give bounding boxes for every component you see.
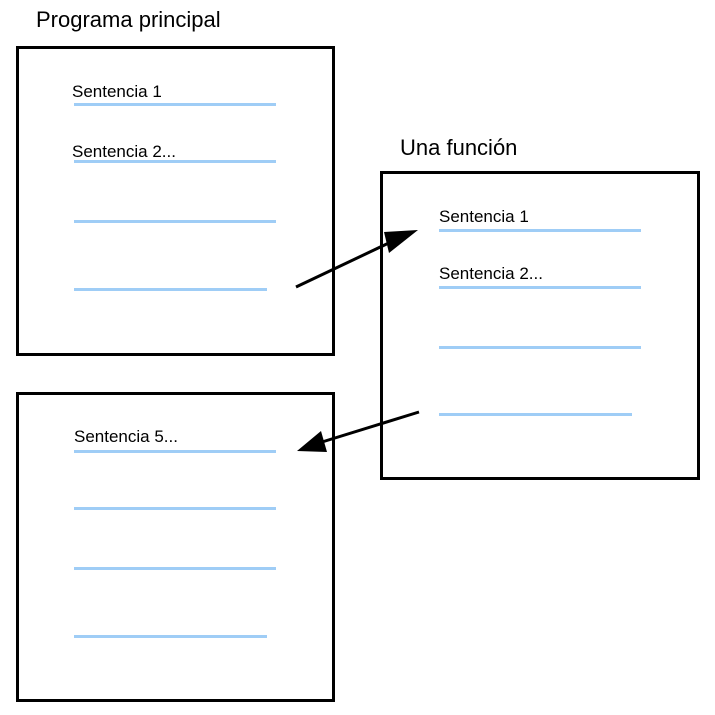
function-statement-1-label: Sentencia 1 [439, 207, 529, 226]
main-program-title: Programa principal [36, 7, 221, 32]
main-statement-2-label: Sentencia 2... [72, 142, 176, 161]
function-statement-2-line [439, 286, 641, 289]
function-statement-4-line [439, 413, 632, 416]
main-statement-5-label: Sentencia 5... [74, 427, 178, 446]
function-statement-3-line [439, 346, 641, 349]
main-statement-3-line [74, 220, 276, 223]
main-statement-1-line [74, 103, 276, 106]
function-box [380, 171, 700, 480]
main-program-continued-box [16, 392, 335, 702]
main-statement-8-line [74, 635, 267, 638]
main-statement-1-label: Sentencia 1 [72, 82, 162, 101]
main-statement-2-line [74, 160, 276, 163]
main-statement-4-line [74, 288, 267, 291]
function-statement-2-label: Sentencia 2... [439, 264, 543, 283]
main-statement-7-line [74, 567, 276, 570]
function-statement-1-line [439, 229, 641, 232]
main-statement-5-line [74, 450, 276, 453]
main-statement-6-line [74, 507, 276, 510]
main-program-box [16, 46, 335, 356]
function-title: Una función [400, 135, 518, 160]
